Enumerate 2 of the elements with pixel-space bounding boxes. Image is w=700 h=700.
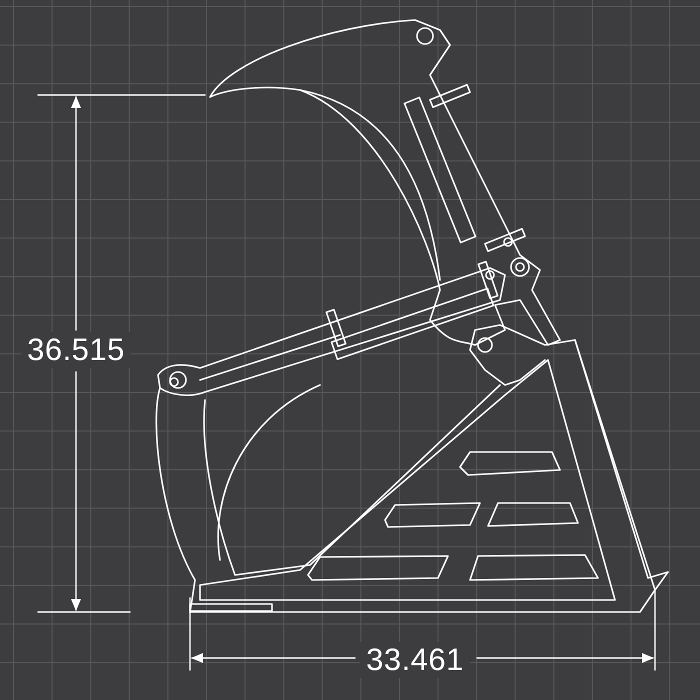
dimension-label: 33.461: [360, 642, 470, 678]
dimension-label: 36.515: [21, 332, 131, 368]
